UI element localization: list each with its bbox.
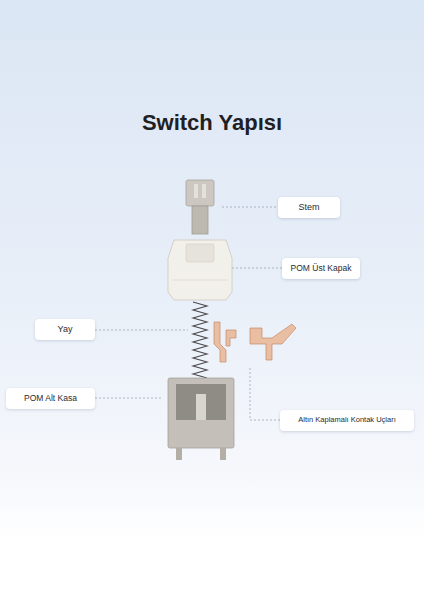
stem-part bbox=[186, 180, 214, 234]
housing-pin bbox=[220, 448, 226, 460]
stem-body bbox=[186, 180, 214, 206]
label-box: Altın Kaplamalı Kontak Uçları bbox=[280, 410, 414, 431]
bottom-housing bbox=[168, 378, 234, 460]
part-label: POM Üst Kapak bbox=[291, 264, 352, 273]
leader-line bbox=[95, 398, 162, 399]
bottom-housing-cavity bbox=[176, 384, 226, 420]
stem-cross bbox=[202, 184, 206, 198]
part-label: Yay bbox=[58, 325, 73, 335]
leader-line bbox=[228, 268, 282, 269]
contact-leaf bbox=[226, 330, 236, 346]
part-label: Stem bbox=[298, 203, 319, 213]
top-housing-shell bbox=[168, 240, 232, 300]
label-box: POM Üst Kapak bbox=[282, 258, 360, 279]
contact-leaf bbox=[214, 322, 226, 362]
top-housing bbox=[168, 240, 232, 300]
label-box: POM Alt Kasa bbox=[6, 388, 95, 409]
top-housing-edge bbox=[172, 280, 228, 281]
part-label: Altın Kaplamalı Kontak Uçları bbox=[298, 416, 396, 424]
housing-pin bbox=[176, 448, 182, 460]
bottom-housing-shell bbox=[168, 378, 234, 448]
bottom-housing-post bbox=[196, 394, 206, 420]
diagram-title: Switch Yapısı bbox=[0, 110, 424, 136]
label-box: Stem bbox=[278, 197, 340, 218]
stem-cross bbox=[194, 184, 198, 198]
part-label: POM Alt Kasa bbox=[24, 394, 77, 403]
label-box: Yay bbox=[35, 319, 95, 340]
leader-line bbox=[222, 207, 278, 208]
leader-line bbox=[95, 330, 188, 331]
spring-coil bbox=[193, 302, 207, 378]
contact-leaf bbox=[250, 324, 296, 360]
top-housing-window bbox=[186, 244, 214, 262]
stem-pole bbox=[192, 206, 208, 234]
leader-line bbox=[250, 368, 280, 420]
